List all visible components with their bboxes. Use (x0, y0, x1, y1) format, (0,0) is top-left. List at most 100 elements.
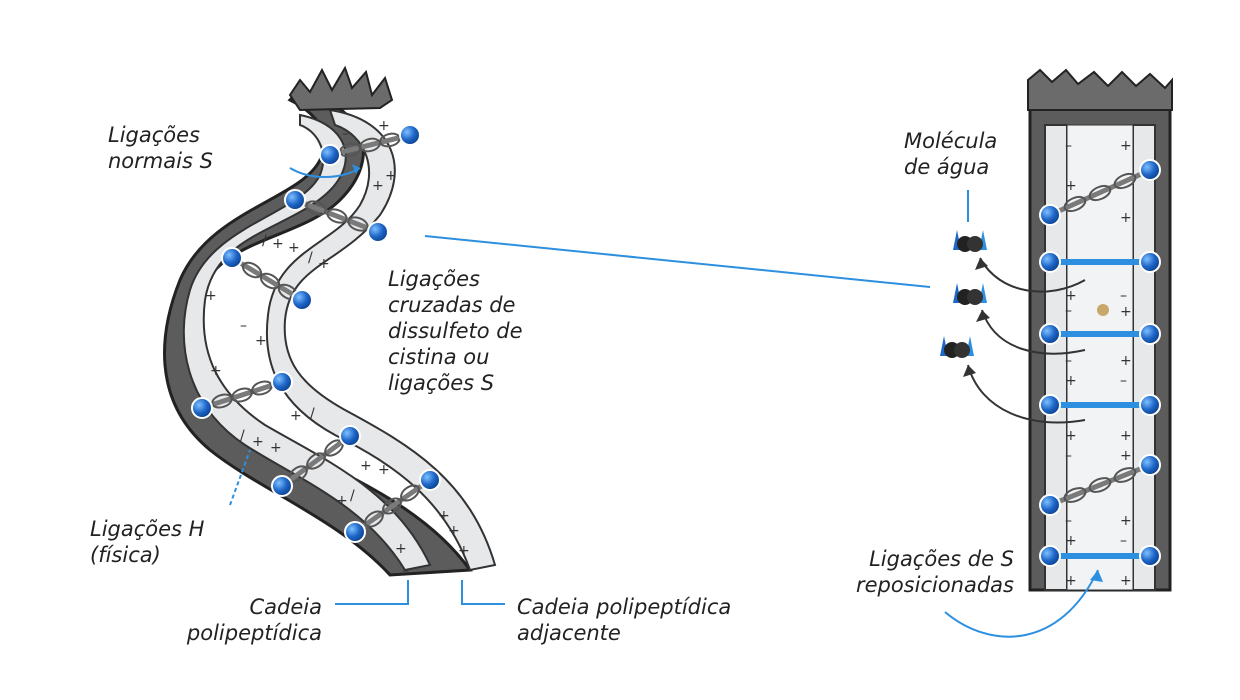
svg-text:+: + (1120, 428, 1132, 444)
svg-text:–: – (240, 318, 247, 334)
cross-links-label: Ligações cruzadas de dissulfeto de cisti… (388, 266, 523, 396)
normal-bonds-label: Ligações normais S (108, 122, 213, 174)
sulfur-atoms-right (1039, 159, 1161, 567)
svg-text:/: / (240, 428, 245, 444)
water-arrowheads (963, 258, 990, 377)
chain-label-line2: polipeptídica (186, 621, 322, 645)
svg-text:+: + (360, 458, 372, 474)
cross-links-label-line3: dissulfeto de (388, 319, 523, 343)
chain-pointer (335, 580, 409, 605)
chain-label: Cadeia polipeptídica (172, 594, 322, 646)
svg-text:–: – (1120, 373, 1127, 389)
svg-text:+: + (458, 543, 470, 559)
core-speck (1097, 304, 1109, 316)
charge-marks-right: –+ ++ +– –+ –+ +– ++ –+ –+ +– ++ (1065, 138, 1132, 589)
svg-text:+: + (210, 363, 222, 379)
svg-text:+: + (372, 178, 384, 194)
svg-text:+: + (1120, 353, 1132, 369)
cross-links-label-line5: ligações S (388, 371, 495, 395)
cross-links-label-line2: cruzadas de (388, 293, 516, 317)
svg-text:+: + (205, 288, 217, 304)
disulfide-chain-icon (1048, 167, 1152, 508)
strand-inner-right (1132, 124, 1156, 591)
svg-text:+: + (1120, 513, 1132, 529)
chain-label-line1: Cadeia (249, 595, 323, 619)
strand-core (1066, 124, 1134, 591)
svg-text:+: + (448, 523, 460, 539)
water-molecule-icon (940, 230, 987, 358)
svg-text:+: + (272, 236, 284, 252)
svg-text:/: / (308, 250, 313, 266)
svg-text:–: – (402, 563, 409, 579)
repositioned-label: Ligações de S reposicionadas (818, 546, 1014, 598)
svg-text:+: + (255, 333, 267, 349)
sulfur-atoms-left (191, 124, 441, 543)
svg-text:+: + (1120, 210, 1132, 226)
svg-text:+: + (1065, 533, 1077, 549)
svg-text:+: + (395, 541, 407, 557)
polypeptide-chain-left (182, 113, 432, 572)
svg-text:+: + (252, 434, 264, 450)
svg-text:+: + (378, 462, 390, 478)
svg-text:+: + (270, 440, 282, 456)
svg-text:–: – (1065, 513, 1072, 529)
svg-text:+: + (1120, 138, 1132, 154)
svg-text:+: + (1065, 288, 1077, 304)
svg-text:–: – (1065, 448, 1072, 464)
svg-text:+: + (1065, 178, 1077, 194)
repositioned-label-line1: Ligações de S (869, 547, 1014, 571)
strand-inner-left (1044, 124, 1068, 591)
svg-text:+: + (1065, 428, 1077, 444)
h-bond-pointer (229, 449, 251, 506)
repositioned-arrow (944, 569, 1099, 638)
svg-text:/: / (262, 233, 267, 249)
water-label: Molécula de água (904, 128, 997, 180)
svg-text:+: + (1120, 304, 1132, 320)
svg-text:+: + (288, 240, 300, 256)
polypeptide-chain-right (265, 108, 497, 572)
svg-text:–: – (1065, 353, 1072, 369)
adjacent-chain-label-line2: adjacente (517, 621, 621, 645)
svg-text:–: – (1065, 138, 1072, 154)
h-bonds-label-line1: Ligações H (90, 517, 205, 541)
adjacent-chain-label-line1: Cadeia polipeptídica (517, 595, 732, 619)
strand-frayed-top-right (1027, 68, 1173, 111)
svg-text:+: + (1065, 373, 1077, 389)
svg-text:–: – (342, 126, 349, 142)
chain-link-ovals-right (1063, 172, 1137, 503)
svg-text:+: + (318, 256, 330, 272)
adjacent-chain-label: Cadeia polipeptídica adjacente (517, 594, 731, 646)
magnification-line (424, 235, 931, 288)
svg-text:+: + (1120, 448, 1132, 464)
svg-text:+: + (290, 408, 302, 424)
svg-text:+: + (385, 168, 397, 184)
svg-text:–: – (1120, 288, 1127, 304)
disulfide-chain-icon (201, 132, 432, 535)
h-bonds-label-line2: (física) (90, 543, 161, 567)
repositioned-label-line2: reposicionadas (855, 573, 1014, 597)
svg-text:+: + (1120, 573, 1132, 589)
wavy-hair-strand: –+ ++ /++ /+ +– ++ /++ +/ ++ +/ +– +++ (163, 65, 505, 605)
normal-bonds-label-line2: normais S (108, 149, 213, 173)
adjacent-chain-pointer (461, 580, 505, 605)
normal-bond-arrowhead (352, 164, 360, 174)
svg-text:–: – (1120, 533, 1127, 549)
water-release-arrows (967, 257, 1086, 424)
svg-text:+: + (336, 493, 348, 509)
strand-frayed-top (288, 65, 394, 112)
svg-text:+: + (1065, 573, 1077, 589)
svg-text:+: + (438, 508, 450, 524)
cross-links-label-line1: Ligações (388, 267, 480, 291)
repositioned-arrowhead (1090, 570, 1103, 582)
svg-text:/: / (310, 406, 315, 422)
svg-text:–: – (1065, 303, 1072, 319)
svg-text:/: / (350, 488, 355, 504)
charge-marks-left: –+ ++ /++ /+ +– ++ /++ +/ ++ +/ +– +++ (205, 118, 470, 579)
straight-hair-strand: –+ ++ +– –+ –+ +– ++ –+ –+ +– ++ (1027, 68, 1173, 592)
svg-text:+: + (378, 118, 390, 134)
cross-links-label-line4: cistina ou (388, 345, 490, 369)
water-label-line1: Molécula (904, 129, 998, 153)
h-bonds-label: Ligações H (física) (90, 516, 204, 568)
normal-bond-arrow (289, 167, 361, 178)
